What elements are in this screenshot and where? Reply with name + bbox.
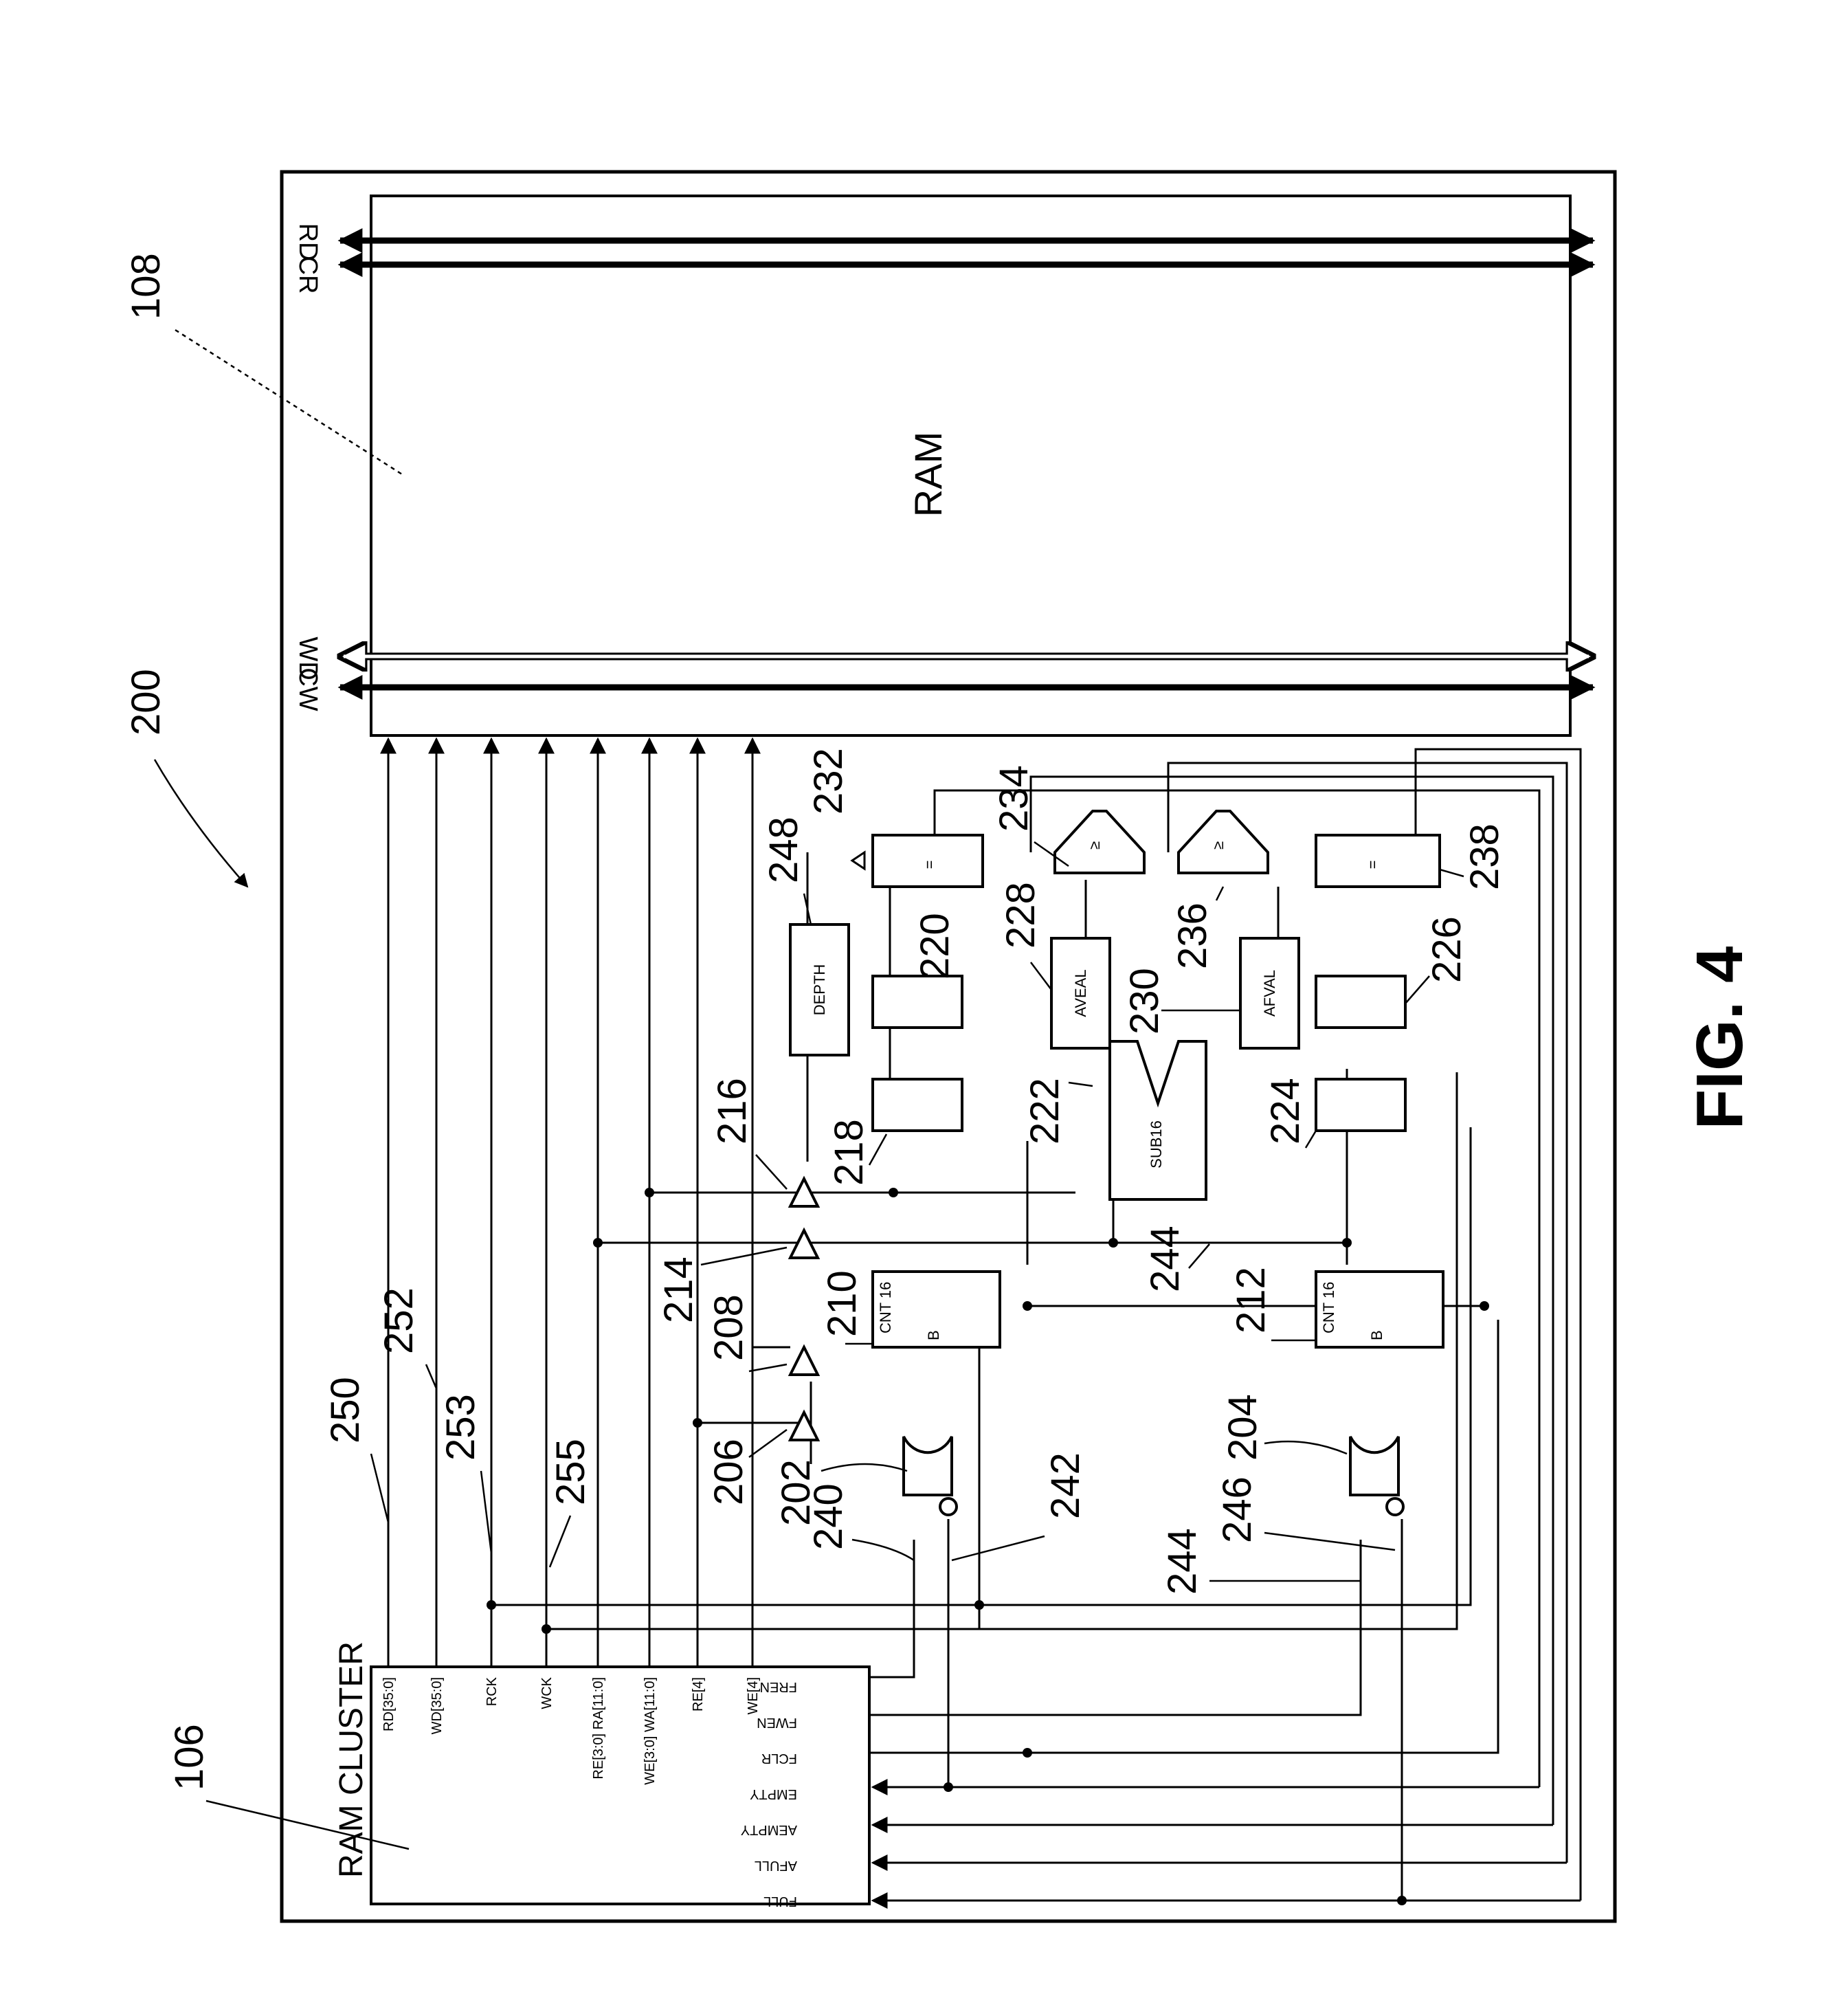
pin-full: FULL <box>763 1894 797 1909</box>
pin-fwen: FWEN <box>757 1715 797 1730</box>
ref-234: 234 <box>992 765 1036 832</box>
register-224 <box>1316 1079 1405 1131</box>
ref-255: 255 <box>548 1439 593 1505</box>
port-rd-label: RD <box>293 223 322 261</box>
pin-rck: RCK <box>484 1676 500 1706</box>
ref-242: 242 <box>1043 1452 1088 1519</box>
ref-250: 250 <box>323 1377 368 1443</box>
subtractor-222-label: SUB16 <box>1148 1120 1165 1168</box>
ref-224: 224 <box>1263 1078 1308 1144</box>
ref-244b: 244 <box>1160 1528 1205 1595</box>
pin-wck: WCK <box>539 1676 555 1709</box>
comparator-236-label: ≥ <box>1209 841 1227 850</box>
buffer-206 <box>790 1413 818 1440</box>
ref-236: 236 <box>1170 902 1215 969</box>
ref-253: 253 <box>438 1394 483 1461</box>
ref-226: 226 <box>1425 916 1469 983</box>
ref-244a: 244 <box>1143 1226 1187 1292</box>
counter-212-b: B <box>1368 1330 1385 1340</box>
ref-206: 206 <box>706 1439 751 1505</box>
depth-label: DEPTH <box>811 964 828 1016</box>
ref-246: 246 <box>1215 1476 1260 1543</box>
ref-212: 212 <box>1229 1267 1273 1333</box>
counter-210-b: B <box>925 1330 942 1340</box>
pin-we4: WE[4] <box>746 1677 761 1714</box>
counter-210-label: CNT 16 <box>877 1282 894 1333</box>
ref-248: 248 <box>761 817 806 883</box>
ref-204: 204 <box>1220 1394 1265 1461</box>
comparator-234-label: ≥ <box>1086 841 1103 850</box>
ref-252: 252 <box>377 1287 421 1354</box>
comparator-232-label: = <box>921 861 938 869</box>
buffer-208 <box>790 1347 818 1375</box>
subtractor-222 <box>1110 1041 1206 1199</box>
pin-empty: EMPTY <box>750 1786 797 1802</box>
buffer-214 <box>790 1230 818 1258</box>
ref-222: 222 <box>1023 1078 1067 1144</box>
and-gate-202 <box>904 1437 957 1515</box>
register-226 <box>1316 976 1405 1028</box>
pin-re4: RE[4] <box>691 1677 706 1712</box>
ram-cluster-label: RAM CLUSTER <box>333 1641 370 1878</box>
pin-re-ra: RE[3:0] RA[11:0] <box>591 1677 606 1780</box>
ref-232: 232 <box>806 748 851 815</box>
ref-238: 238 <box>1462 823 1507 890</box>
ref-228: 228 <box>998 882 1043 949</box>
ref-216: 216 <box>710 1078 755 1144</box>
ref-218: 218 <box>827 1119 871 1186</box>
counter-212-label: CNT 16 <box>1320 1282 1337 1333</box>
cluster-to-ram-wires <box>388 739 752 1667</box>
ref-214: 214 <box>656 1256 701 1323</box>
ref-106: 106 <box>167 1724 212 1791</box>
and-gate-204 <box>1350 1437 1403 1515</box>
port-cr-label: CR <box>293 256 322 294</box>
ref-240: 240 <box>806 1483 851 1550</box>
comparator-238-label: = <box>1364 861 1381 869</box>
pin-rd: RD[35:0] <box>381 1677 397 1731</box>
aveal-label: AVEAL <box>1072 969 1089 1017</box>
port-cw-label: CW <box>293 667 322 711</box>
output-arrow-232 <box>852 852 864 869</box>
ref-230: 230 <box>1122 968 1167 1034</box>
control-wires <box>491 852 1484 1629</box>
register-220 <box>873 976 962 1028</box>
ref-108: 108 <box>124 253 168 320</box>
pin-we-wa: WE[3:0] WA[11:0] <box>643 1677 658 1785</box>
register-218 <box>873 1079 962 1131</box>
pin-fclr: FCLR <box>761 1751 797 1766</box>
ref-210: 210 <box>820 1270 864 1337</box>
pin-wd: WD[35:0] <box>429 1677 445 1734</box>
afval-label: AFVAL <box>1261 970 1278 1017</box>
pin-aempty: AEMPTY <box>741 1822 797 1837</box>
ref-200: 200 <box>124 669 168 735</box>
pin-afull: AFULL <box>755 1858 797 1873</box>
ref-220: 220 <box>913 913 957 979</box>
ref-208: 208 <box>706 1294 751 1361</box>
pin-fren: FREN <box>760 1679 797 1694</box>
ram-label: RAM <box>906 432 950 517</box>
figure-label: FIG. 4 <box>1683 946 1756 1130</box>
